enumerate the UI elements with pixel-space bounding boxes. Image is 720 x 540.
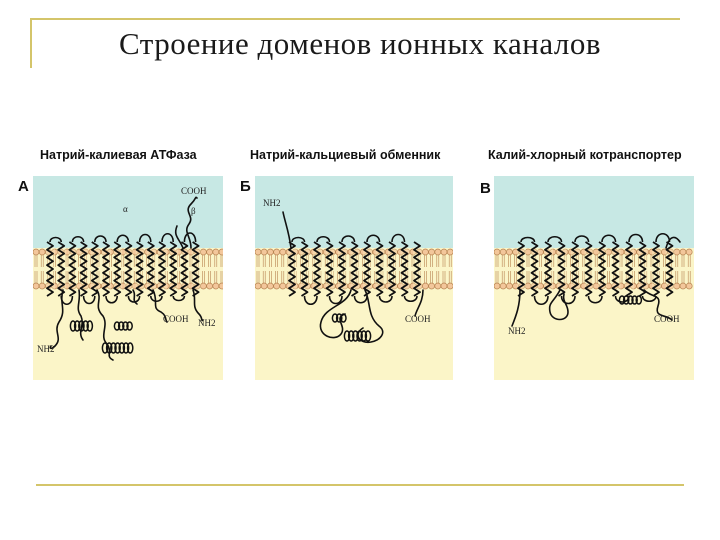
panel-c-diagram: NH2 COOH <box>494 176 694 380</box>
slide-title: Строение доменов ионных каналов <box>0 26 720 62</box>
extracellular-region <box>494 176 694 248</box>
panel-a-nh2-left-label: NH2 <box>37 344 55 354</box>
panel-c-title: Калий-хлорный котранспортер <box>488 148 682 162</box>
panel-a-beta-label: β <box>191 206 196 216</box>
panel-b: Натрий-кальциевый обменник Б NH2 COOH <box>240 148 472 380</box>
panel-b-title: Натрий-кальциевый обменник <box>250 148 440 162</box>
panel-b-cooh-label: COOH <box>405 314 431 324</box>
panel-a-cooh-bottom-label: COOH <box>163 314 189 324</box>
panel-a-diagram: COOH α β COOH NH2 NH2 <box>33 176 223 380</box>
panel-b-diagram: NH2 COOH <box>255 176 453 380</box>
panel-a-alpha-label: α <box>123 204 128 214</box>
panel-c-letter: В <box>480 180 491 197</box>
panel-a-nh2-right-label: NH2 <box>198 318 216 328</box>
extracellular-region <box>255 176 453 248</box>
panel-c-cooh-label: COOH <box>654 314 680 324</box>
frame-bottom-line <box>36 484 684 486</box>
panel-a-title: Натрий-калиевая АТФаза <box>40 148 197 162</box>
panel-b-nh2-label: NH2 <box>263 198 281 208</box>
frame-top-line <box>30 18 680 20</box>
panel-a-cooh-top-label: COOH <box>181 186 207 196</box>
panel-b-letter: Б <box>240 178 251 195</box>
panel-a-letter: А <box>18 178 29 195</box>
panel-a: Натрий-калиевая АТФаза А COOH α β COOH N… <box>18 148 230 380</box>
panel-c: Калий-хлорный котранспортер В NH2 COOH <box>480 148 704 380</box>
panel-c-nh2-label: NH2 <box>508 326 526 336</box>
